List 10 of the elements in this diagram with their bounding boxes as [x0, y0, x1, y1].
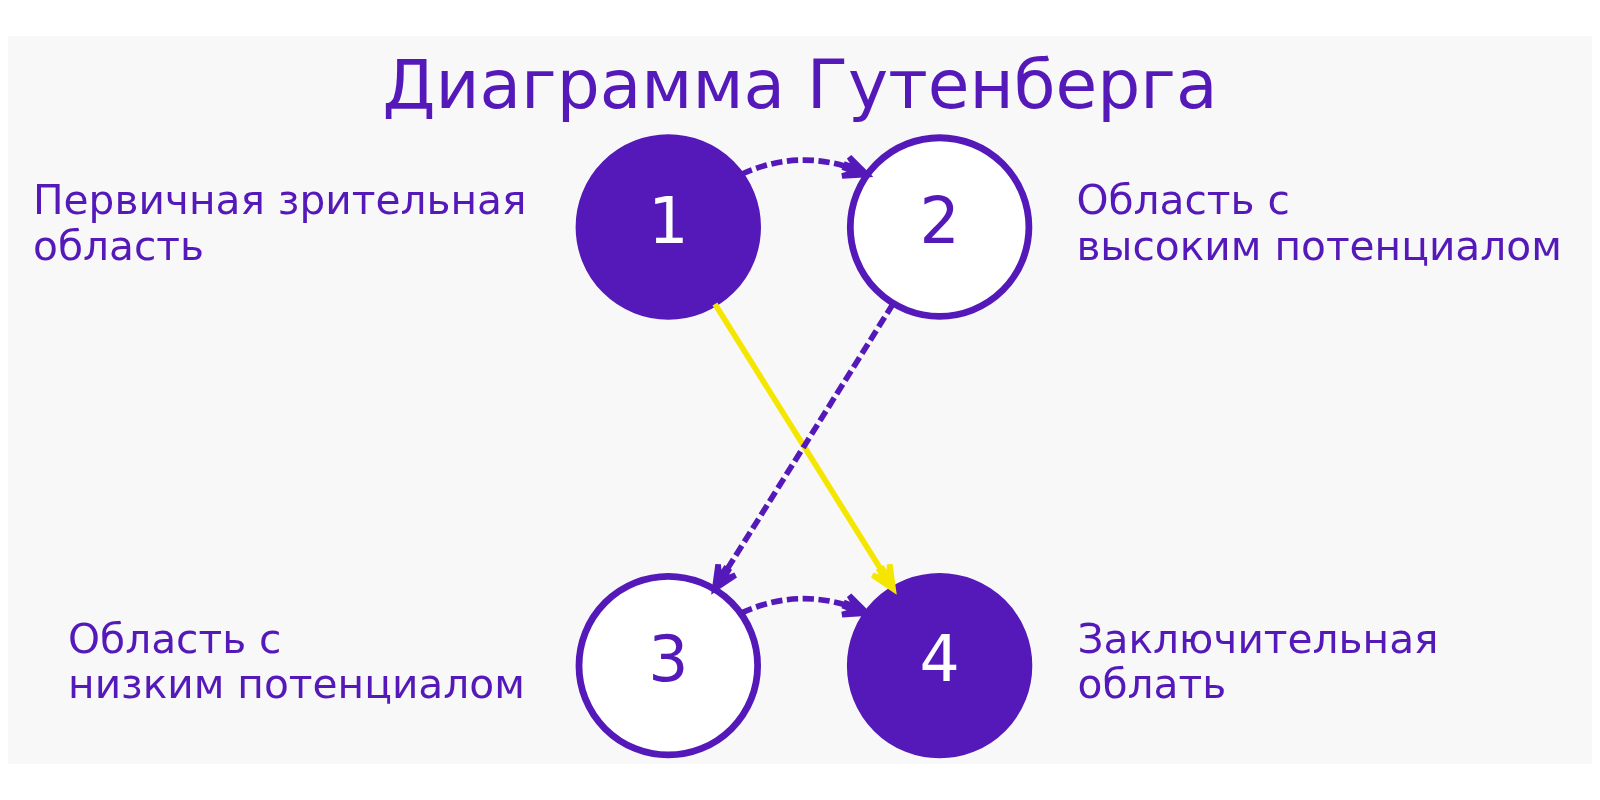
node-circle: 4 [846, 572, 1033, 759]
node-circle: 1 [575, 134, 761, 320]
node-label: Область с высоким потенциалом [1076, 176, 1562, 270]
node-label: Заключительная облать [1077, 614, 1439, 709]
node-circle: 3 [575, 572, 761, 759]
node-label: Область с низким потенциалом [68, 614, 525, 709]
diagram-title: Диаграмма Гутенберга [382, 45, 1218, 125]
arrow [740, 592, 870, 618]
node-label: Первичная зрительная область [33, 176, 527, 270]
node-circle: 2 [846, 134, 1033, 320]
